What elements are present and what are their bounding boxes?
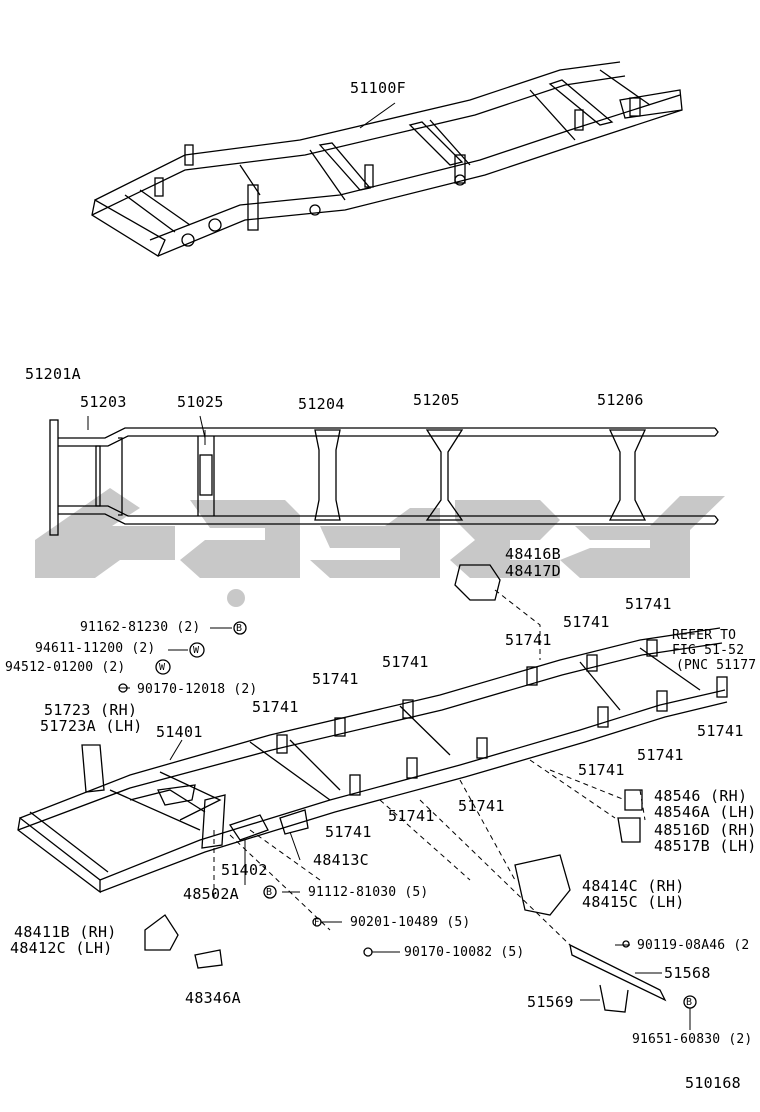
part-51205-label: 51205 bbox=[413, 391, 460, 409]
washer-w-glyph: W bbox=[193, 645, 200, 656]
part-51741-label: 51741 bbox=[252, 698, 299, 716]
part-51741-label: 51741 bbox=[697, 722, 744, 740]
part-48414C-label: 48414C (RH) bbox=[582, 877, 685, 895]
part-51741-label: 51741 bbox=[625, 595, 672, 613]
side-frame-drawing bbox=[49, 419, 719, 536]
part-51741-label: 51741 bbox=[312, 670, 359, 688]
part-51723A-label: 51723A (LH) bbox=[40, 717, 143, 735]
bolt-b-glyph: B bbox=[686, 997, 693, 1008]
part-51569-label: 51569 bbox=[527, 993, 574, 1011]
part-48546A-label: 48546A (LH) bbox=[654, 803, 757, 821]
overview-frame-drawing bbox=[91, 61, 683, 257]
part-51741-label: 51741 bbox=[637, 746, 684, 764]
part-51741-label: 51741 bbox=[578, 761, 625, 779]
part-51401-label: 51401 bbox=[156, 723, 203, 741]
part-90170-10082-label: 90170-10082 (5) bbox=[404, 945, 525, 960]
part-51203-label: 51203 bbox=[80, 393, 127, 411]
part-48415C-label: 48415C (LH) bbox=[582, 893, 685, 911]
part-51025-label: 51025 bbox=[177, 393, 224, 411]
watermark-logo bbox=[35, 488, 725, 607]
part-51741-label: 51741 bbox=[505, 631, 552, 649]
part-94512-label: 94512-01200 (2) bbox=[5, 660, 126, 675]
part-51568-label: 51568 bbox=[664, 964, 711, 982]
part-91112-label: 91112-81030 (5) bbox=[308, 885, 429, 900]
part-48546-label: 48546 (RH) bbox=[654, 787, 748, 805]
refer-note-line2: FIG 51-52 bbox=[672, 643, 745, 658]
part-51741-label: 51741 bbox=[382, 653, 429, 671]
part-48416B-label: 48416B bbox=[505, 545, 561, 563]
part-51741-label: 51741 bbox=[388, 807, 435, 825]
part-48517B-label: 48517B (LH) bbox=[654, 837, 757, 855]
part-91162-label: 91162-81230 (2) bbox=[80, 620, 201, 635]
washer-b-glyph: B bbox=[236, 623, 243, 634]
part-48346A-label: 48346A bbox=[185, 989, 241, 1007]
part-51741-label: 51741 bbox=[325, 823, 372, 841]
leader-lines bbox=[87, 102, 691, 1030]
part-51201A-label: 51201A bbox=[25, 365, 81, 383]
part-51723-label: 51723 (RH) bbox=[44, 701, 138, 719]
bolt-b-glyph: B bbox=[266, 887, 273, 898]
figure-id: 510168 bbox=[685, 1074, 741, 1092]
part-48516D-label: 48516D (RH) bbox=[654, 821, 757, 839]
part-51204-label: 51204 bbox=[298, 395, 345, 413]
part-94611-label: 94611-11200 (2) bbox=[35, 641, 156, 656]
part-51206-label: 51206 bbox=[597, 391, 644, 409]
dashed-leaders bbox=[213, 589, 646, 946]
refer-note-line3: (PNC 51177 bbox=[676, 658, 757, 673]
nut-f-glyph: F bbox=[314, 918, 320, 928]
part-48411B-label: 48411B (RH) bbox=[14, 923, 117, 941]
part-48412C-label: 48412C (LH) bbox=[10, 939, 113, 957]
part-91651-label: 91651-60830 (2) bbox=[632, 1032, 753, 1047]
part-48417D-label: 48417D bbox=[505, 562, 561, 580]
part-51402-label: 51402 bbox=[221, 861, 268, 879]
part-48502A-label: 48502A bbox=[183, 885, 239, 903]
part-51100F-label: 51100F bbox=[350, 79, 406, 97]
part-90201-label: 90201-10489 (5) bbox=[350, 915, 471, 930]
part-90119-label: 90119-08A46 (2 bbox=[637, 938, 750, 953]
part-51741-label: 51741 bbox=[563, 613, 610, 631]
refer-note-line1: REFER TO bbox=[672, 628, 737, 643]
part-51741-label: 51741 bbox=[458, 797, 505, 815]
washer-w-glyph: W bbox=[159, 662, 166, 673]
part-48413C-label: 48413C bbox=[313, 851, 369, 869]
part-90170-12018-label: 90170-12018 (2) bbox=[137, 682, 258, 697]
